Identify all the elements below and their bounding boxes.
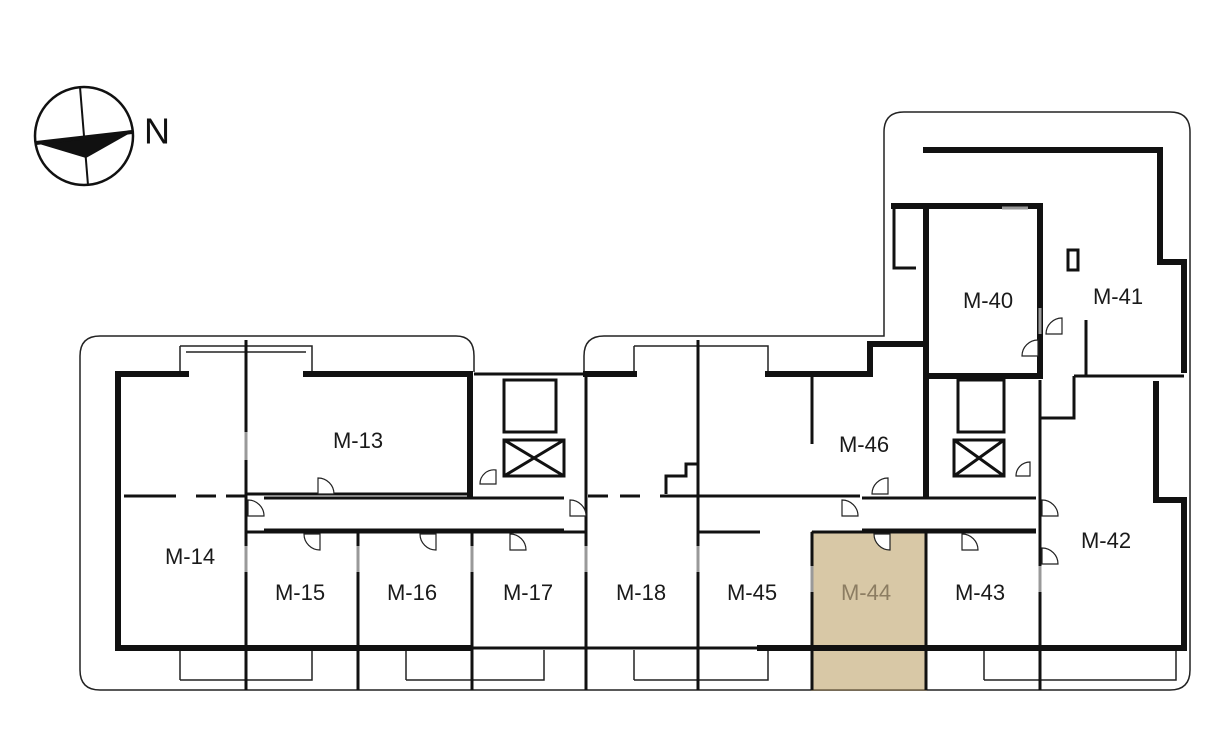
compass: N bbox=[33, 85, 170, 187]
unit-labels: M-13 M-14 M-15 M-16 M-17 M-18 M-45 M-44 … bbox=[165, 284, 1143, 605]
unit-label-m-14[interactable]: M-14 bbox=[165, 544, 215, 569]
unit-label-m-17[interactable]: M-17 bbox=[503, 580, 553, 605]
doors bbox=[247, 317, 1063, 565]
unit-label-m-43[interactable]: M-43 bbox=[955, 580, 1005, 605]
unit-label-m-13[interactable]: M-13 bbox=[333, 428, 383, 453]
windows bbox=[244, 206, 1042, 592]
building-outline bbox=[79, 111, 1191, 691]
unit-label-m-46[interactable]: M-46 bbox=[839, 432, 889, 457]
unit-label-m-44[interactable]: M-44 bbox=[841, 580, 891, 605]
compass-arrow-icon bbox=[36, 132, 132, 158]
unit-label-m-18[interactable]: M-18 bbox=[616, 580, 666, 605]
walls bbox=[115, 147, 1187, 690]
unit-label-m-40[interactable]: M-40 bbox=[963, 288, 1013, 313]
unit-label-m-16[interactable]: M-16 bbox=[387, 580, 437, 605]
compass-north-label: N bbox=[144, 111, 170, 152]
unit-label-m-41[interactable]: M-41 bbox=[1093, 284, 1143, 309]
unit-label-m-45[interactable]: M-45 bbox=[727, 580, 777, 605]
unit-label-m-42[interactable]: M-42 bbox=[1081, 528, 1131, 553]
unit-label-m-15[interactable]: M-15 bbox=[275, 580, 325, 605]
unit-area-m-44[interactable] bbox=[811, 531, 927, 691]
